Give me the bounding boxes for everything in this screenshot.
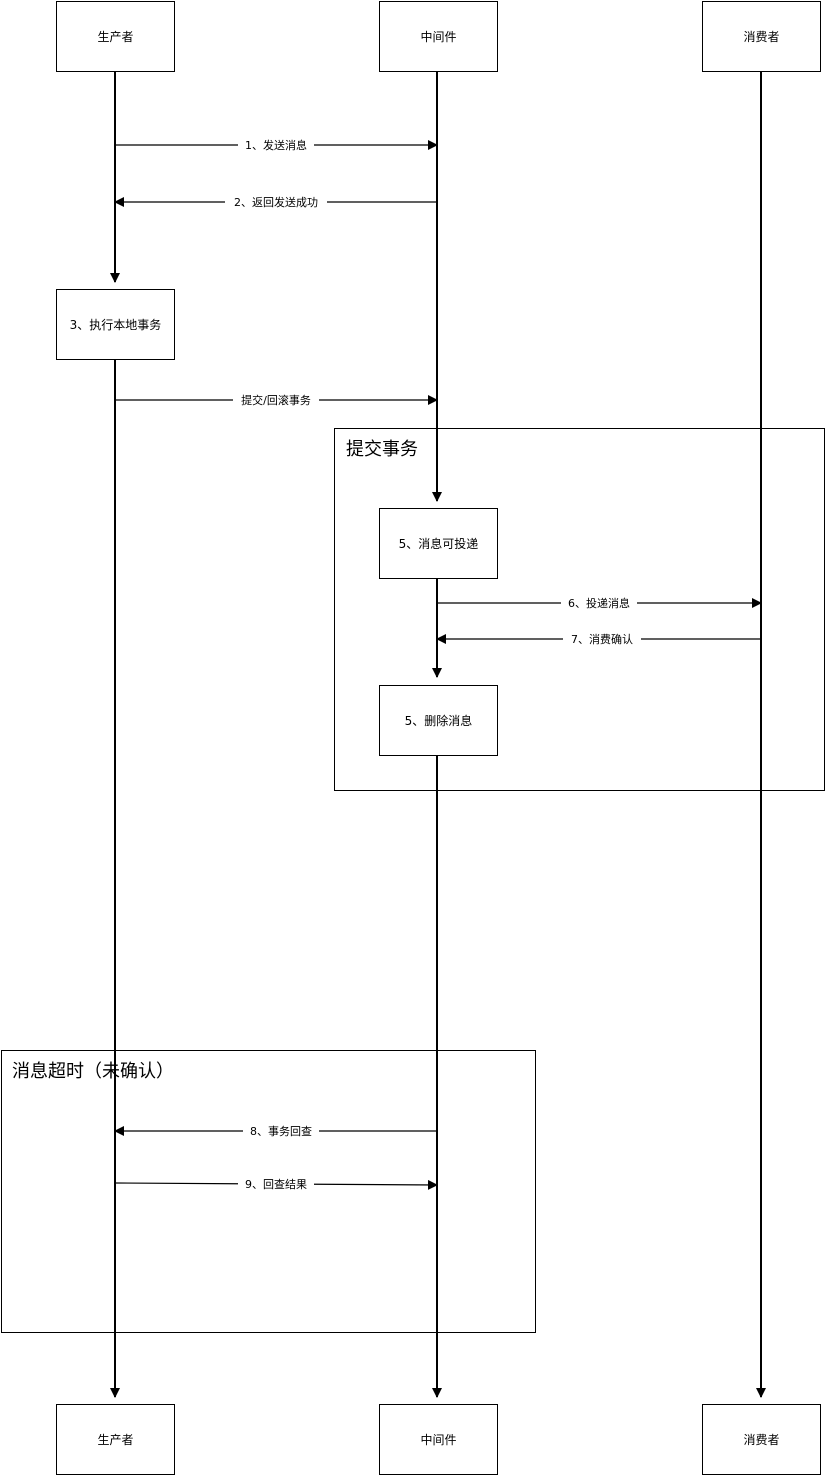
frame-timeout-title: 消息超时（未确认） [12, 1061, 174, 1082]
message-label: 8、事务回查 [250, 1124, 312, 1138]
message-label: 提交/回滚事务 [241, 393, 311, 407]
frame-message-timeout: 消息超时（未确认） [1, 1050, 536, 1333]
activity-label: 5、消息可投递 [399, 536, 479, 551]
frame-commit-title: 提交事务 [346, 439, 418, 460]
participant-consumer-bottom: 消费者 [702, 1404, 821, 1475]
activity-message-deliverable: 5、消息可投递 [379, 508, 498, 579]
activity-delete-message: 5、删除消息 [379, 685, 498, 756]
frame-commit-transaction: 提交事务 [334, 428, 825, 791]
participant-broker-top: 中间件 [379, 1, 498, 72]
message-label: 9、回查结果 [245, 1177, 307, 1191]
message-tx-check: 8、事务回查 [114, 1123, 437, 1139]
participant-label: 中间件 [420, 29, 456, 44]
activity-label: 5、删除消息 [405, 713, 473, 728]
participant-label: 生产者 [97, 1433, 133, 1447]
message-send: 1、发送消息 [115, 137, 438, 153]
message-label: 6、投递消息 [568, 596, 630, 610]
participant-broker-bottom: 中间件 [379, 1404, 498, 1475]
message-deliver: 6、投递消息 [437, 595, 762, 611]
message-check-result: 9、回查结果 [114, 1176, 438, 1192]
activity-label: 3、执行本地事务 [70, 317, 162, 332]
message-label: 2、返回发送成功 [234, 195, 318, 209]
participant-label: 消费者 [743, 30, 779, 44]
participant-producer-top: 生产者 [56, 1, 175, 72]
participant-label: 生产者 [97, 30, 133, 44]
participant-label: 消费者 [743, 1433, 779, 1447]
message-label: 7、消费确认 [571, 632, 633, 646]
message-commit-rollback: 提交/回滚事务 [115, 392, 438, 408]
message-send-ack: 2、返回发送成功 [114, 194, 437, 210]
message-label: 1、发送消息 [245, 138, 307, 152]
participant-producer-bottom: 生产者 [56, 1404, 175, 1475]
message-consume-ack: 7、消费确认 [436, 631, 761, 647]
participant-consumer-top: 消费者 [702, 1, 821, 72]
participant-label: 中间件 [420, 1432, 456, 1447]
activity-local-transaction: 3、执行本地事务 [56, 289, 175, 360]
